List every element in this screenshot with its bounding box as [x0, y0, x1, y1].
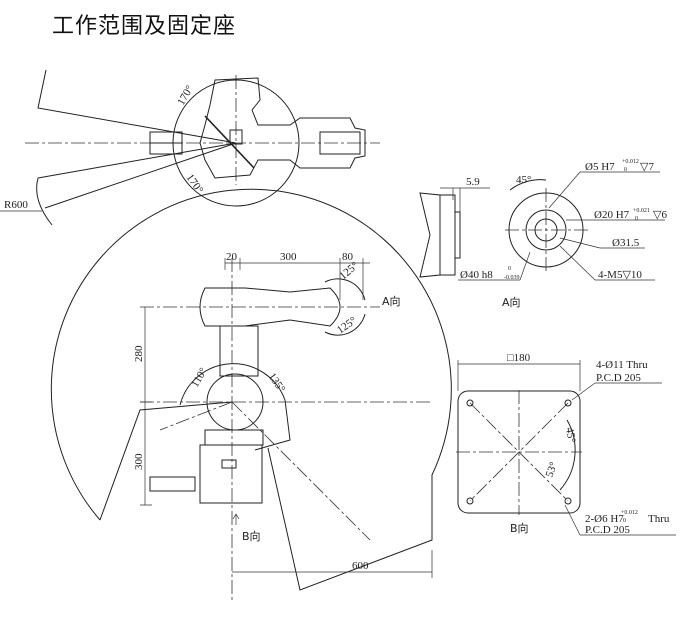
holes-spec: 4-Ø11 Thru [596, 359, 648, 371]
page-title: 工作范围及固定座 [52, 14, 237, 39]
pins-spec: 2-Ø6 H7 [585, 513, 624, 525]
pins-tol-upper: +0.012 [621, 510, 638, 516]
bore-spec: Ø20 H7 [594, 209, 630, 221]
dim-5-9: 5.9 [466, 176, 480, 188]
bore-depth: ▽6 [653, 209, 667, 221]
radius-label: R600 [4, 199, 28, 211]
angle-110: 110° [189, 366, 210, 390]
pcd-spec: Ø31.5 [612, 237, 640, 249]
bore-tol-upper: +0.021 [633, 208, 650, 214]
dim-300-top: 300 [280, 251, 297, 263]
view-b-marker: B向 [242, 529, 261, 543]
pin-hole-spec: Ø5 H7 [585, 161, 615, 173]
flange-view: 5.9 45° Ø5 H7 +0.012 0 ▽7 Ø20 H7 +0.021 … [419, 159, 667, 309]
dim-280: 280 [133, 345, 145, 362]
dim-300-left: 300 [133, 453, 145, 470]
view-a-marker: A向 [382, 294, 401, 308]
pins-pcd: P.C.D 205 [585, 524, 630, 536]
pin-tol-upper: +0.012 [622, 159, 639, 165]
pin-tol-lower: 0 [624, 167, 627, 173]
dim-20: 20 [226, 251, 238, 263]
flange-angle-45: 45° [516, 174, 531, 186]
base-size: □180 [507, 352, 531, 364]
dim-80: 80 [342, 251, 354, 263]
shaft-tol-lower: -0.039 [504, 275, 520, 281]
pins-tol-lower: 0 [623, 518, 626, 524]
base-view: □180 45° 53° 4-Ø11 Thru P.C.D 205 2-Ø6 H… [456, 352, 676, 536]
top-angle-lower: 170° [184, 172, 206, 196]
shaft-tol-upper: 0 [508, 266, 511, 272]
dim-600: 600 [352, 560, 369, 572]
shaft-spec: Ø40 h8 [460, 269, 493, 281]
thread-spec: 4-M5▽10 [598, 269, 642, 281]
top-view: 170° 170° R600 [0, 69, 380, 226]
base-angle-53: 53° [544, 460, 561, 479]
holes-pcd: P.C.D 205 [596, 372, 641, 384]
pin-depth: ▽7 [640, 161, 654, 173]
flange-caption: A向 [502, 295, 521, 309]
base-caption: B向 [510, 521, 529, 535]
top-angle-upper: 170° [175, 83, 196, 107]
side-view: 20 300 80 125° 125° A向 280 300 110° 135°… [50, 188, 452, 600]
pins-thru: Thru [648, 513, 670, 525]
angle-135: 135° [266, 371, 288, 395]
bore-tol-lower: 0 [635, 216, 638, 222]
base-angle-45: 45° [563, 426, 577, 443]
